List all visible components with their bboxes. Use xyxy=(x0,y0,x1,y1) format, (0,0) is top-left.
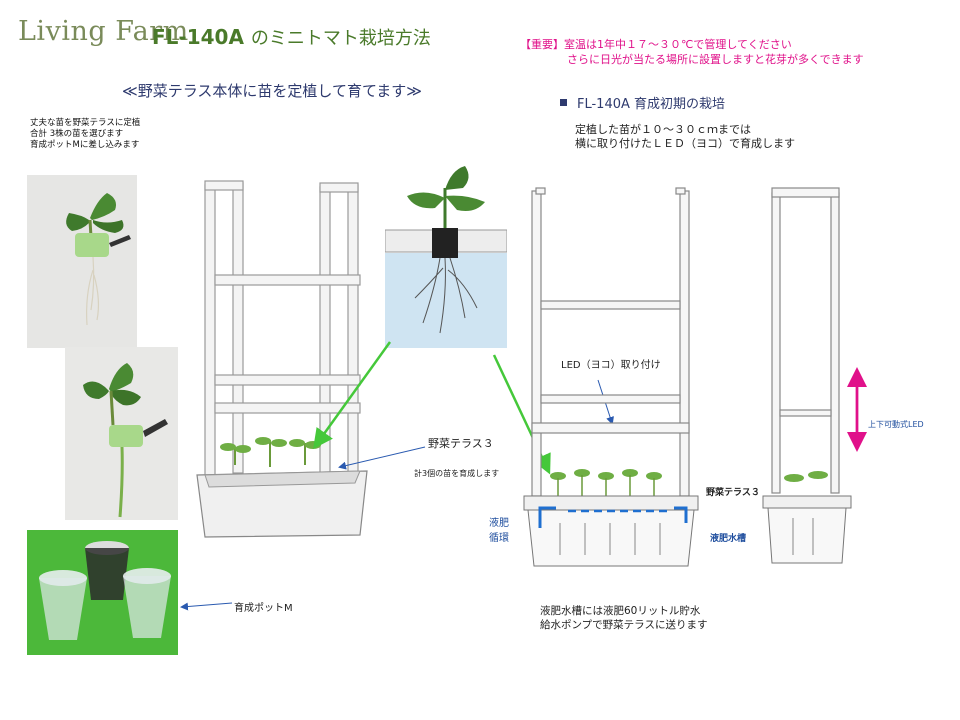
brand-logo: Living Farm xyxy=(18,16,189,47)
led-mount-label: LED（ヨコ）取り付け xyxy=(561,360,661,371)
root-closeup-illustration xyxy=(384,158,508,348)
pot-label: 育成ポットM xyxy=(234,603,293,614)
terrace-front-view xyxy=(520,183,710,568)
terrace-label-left: 野菜テラス３ xyxy=(428,437,494,450)
important-notice-line2: さらに日光が当たる場所に設置しますと花芽が多くできます xyxy=(567,53,864,66)
terrace-side-view xyxy=(758,183,858,568)
growth-description: 定植した苗が１０～３０ｃｍまでは 横に取り付けたＬＥＤ（ヨコ）で育成します xyxy=(575,123,795,151)
step-line: 育成ポットMに差し込みます xyxy=(30,140,140,150)
planting-steps: 丈夫な苗を野菜テラスに定植 合計 3株の苗を選びます 育成ポットMに差し込みます xyxy=(30,118,140,151)
circulation-label: 液肥 循環 xyxy=(489,518,509,544)
seedling-photo-2 xyxy=(65,347,178,520)
terrace-illustration-left xyxy=(195,175,380,550)
green-arrow-left xyxy=(313,341,392,450)
tank-note: 液肥水槽には液肥60リットル貯水 給水ポンプで野菜テラスに送ります xyxy=(540,605,708,631)
desc-line: 定植した苗が１０～３０ｃｍまでは xyxy=(575,123,751,136)
page-title: FL-140A のミニトマト栽培方法 xyxy=(152,24,431,50)
bullet-square-icon xyxy=(560,99,567,106)
title-rest: ミニトマト栽培方法 xyxy=(268,28,431,49)
seedling-photo-1 xyxy=(27,175,137,348)
terrace-pointer-left xyxy=(338,446,426,470)
step-line: 丈夫な苗を野菜テラスに定植 xyxy=(30,118,141,128)
pot-photo xyxy=(27,530,178,655)
important-notice-line1: 【重要】室温は1年中１７～３０℃で管理してください xyxy=(520,38,792,51)
title-particle: の xyxy=(250,28,269,49)
right-section-title: FL-140A 育成初期の栽培 xyxy=(560,93,725,112)
seedling-count-label: 計3個の苗を育成します xyxy=(414,469,500,478)
title-model: FL-140A xyxy=(152,25,244,49)
pot-pointer xyxy=(180,602,233,611)
terrace-label-right: 野菜テラス３ xyxy=(706,488,760,498)
adjustable-led-label: 上下可動式LED xyxy=(868,420,924,429)
step-line: 合計 3株の苗を選びます xyxy=(30,129,124,139)
tank-label: 液肥水槽 xyxy=(710,534,747,544)
left-subheading: ≪野菜テラス本体に苗を定植して育てます≫ xyxy=(122,82,422,100)
desc-line: 横に取り付けたＬＥＤ（ヨコ）で育成します xyxy=(575,137,795,150)
